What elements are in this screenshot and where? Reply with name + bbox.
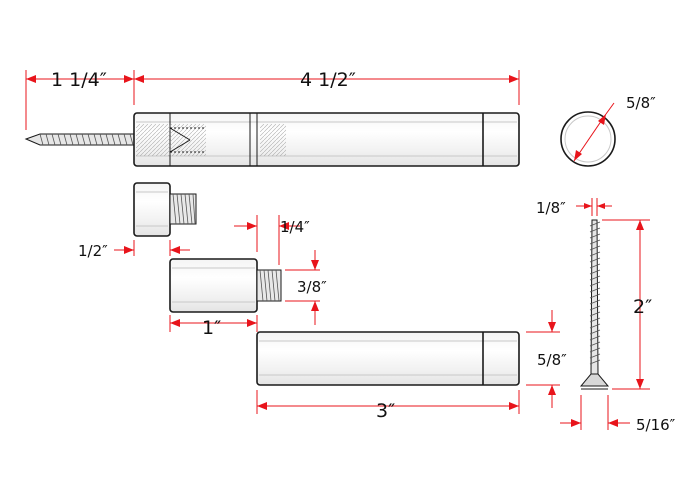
dim-middle-length — [169, 315, 258, 332]
long-assembly — [24, 112, 520, 167]
dim-screw-length — [25, 70, 135, 130]
short-tube — [256, 331, 520, 386]
label-screw-head: 5/16″ — [636, 416, 676, 434]
dim-main-length — [134, 70, 520, 105]
label-short-tube-length: 3″ — [376, 400, 395, 422]
dim-screw-total — [602, 219, 650, 390]
label-main-length: 4 1/2″ — [300, 69, 356, 91]
label-diameter: 5/8″ — [626, 94, 656, 112]
hidden-thread-right — [260, 124, 286, 156]
label-screw-total: 2″ — [633, 296, 652, 318]
dim-thread-diameter — [285, 250, 320, 325]
dim-tube-height — [526, 310, 560, 408]
middle-piece — [169, 258, 282, 313]
dim-short-tube-length — [256, 390, 520, 414]
label-middle-length: 1″ — [202, 317, 221, 339]
lag-screw — [24, 133, 137, 146]
dim-screw-shank — [576, 198, 612, 216]
label-tube-height: 5/8″ — [537, 351, 567, 369]
label-end-cap: 1/2″ — [78, 242, 108, 260]
end-cap — [133, 182, 197, 237]
dim-screw-head — [560, 395, 630, 430]
dim-end-cap — [114, 240, 190, 256]
label-screw-length: 1 1/4″ — [51, 69, 107, 91]
end-view-circle — [560, 102, 616, 167]
vertical-screw — [579, 219, 610, 390]
main-tube — [133, 112, 520, 167]
label-thread-diameter: 3/8″ — [297, 278, 327, 296]
label-screw-shank: 1/8″ — [536, 199, 566, 217]
hidden-thread-left — [136, 124, 206, 156]
label-thread-length: 1/4″ — [280, 218, 310, 236]
dim-thread-length — [234, 215, 300, 265]
